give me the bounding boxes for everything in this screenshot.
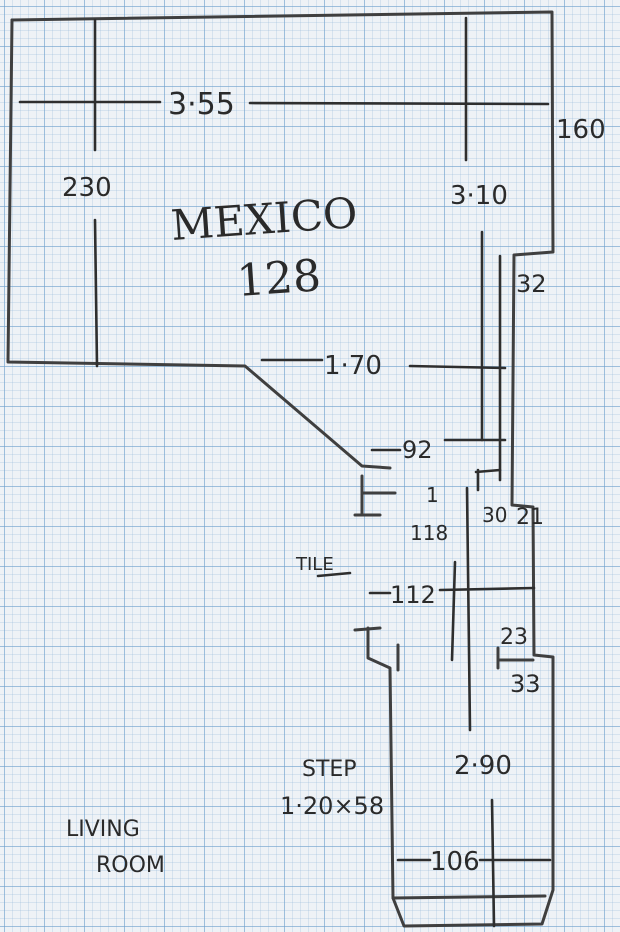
corridor-length-label: 2·90: [454, 751, 512, 781]
end-length-line: [490, 798, 496, 928]
corridor-width-line: [368, 586, 536, 595]
door-stop-line: [474, 468, 502, 492]
ledge-b-label: 33: [510, 670, 541, 698]
door-depth-a-label: 1: [426, 483, 439, 507]
door-depth-b-label: 118: [410, 521, 448, 545]
ledge-mark: [496, 646, 535, 670]
jamb-b-label: 21: [516, 505, 544, 530]
room-name-label: MEXICO: [169, 188, 359, 250]
right-height-label: 160: [556, 115, 606, 145]
dimension-labels: 3·55 160 230 3·10 32 1·70 92 1 118 30 21…: [62, 87, 606, 877]
top-width-label: 3·55: [168, 87, 235, 122]
jamb-lower: [353, 626, 400, 672]
room-number-label: 128: [235, 250, 322, 307]
dimension-lines: [18, 16, 552, 928]
door-width-label: 92: [402, 436, 433, 464]
notch-width-label: 32: [516, 270, 547, 298]
ledge-label: 23: [500, 625, 528, 650]
room-label: ROOM: [96, 853, 165, 878]
lower-left-wall: [6, 18, 392, 470]
tile-label: TILE: [295, 554, 334, 575]
living-label: LIVING: [66, 817, 140, 842]
end-width-label: 106: [430, 847, 480, 877]
left-height-line-bottom: [93, 218, 99, 368]
door-width-line: [370, 438, 507, 452]
mid-width-label: 1·70: [324, 351, 382, 381]
step-title-label: STEP: [302, 757, 357, 782]
mexico-room-outline: [10, 10, 555, 928]
jamb-upper: [353, 474, 397, 517]
corridor-width-label: 112: [390, 581, 436, 609]
left-height-label: 230: [62, 173, 112, 203]
walls: [6, 10, 555, 928]
tile-underline: [316, 571, 352, 578]
jamb-a-label: 30: [482, 503, 507, 527]
corridor-inner-line: [450, 560, 457, 662]
step-size-label: 1·20×58: [280, 792, 384, 820]
top-width-line-right: [248, 101, 550, 106]
corridor-long-line: [465, 486, 472, 732]
mid-width-line-right: [408, 364, 507, 370]
inner-height-label: 3·10: [450, 181, 508, 211]
end-wall-inner: [391, 894, 547, 900]
room-labels: MEXICO 128 TILE STEP 1·20×58 LIVING ROOM: [66, 188, 384, 878]
